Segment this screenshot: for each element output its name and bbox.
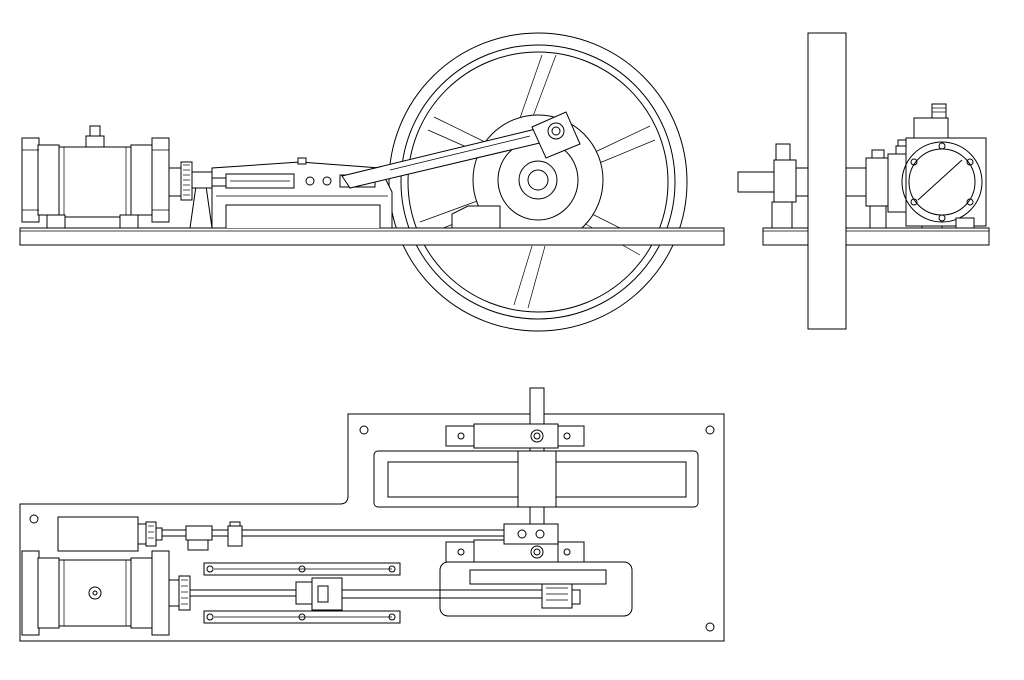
crank-block-side <box>531 111 581 159</box>
guide-frame-side <box>211 157 393 229</box>
cylinder-plan <box>21 550 191 636</box>
guide-bars-plan <box>203 562 401 624</box>
cylinder-side <box>21 125 170 229</box>
main-bearing-bottom <box>445 539 585 565</box>
flywheel-side <box>388 32 688 332</box>
flywheel-end <box>807 32 847 330</box>
plan-view <box>19 387 725 642</box>
baseplate-side <box>19 227 725 246</box>
gland-side <box>168 161 213 229</box>
valve-rod-plan <box>160 521 559 551</box>
crosshead-plan <box>190 577 542 611</box>
cylinder-end <box>887 103 987 229</box>
baseplate-end <box>762 227 990 246</box>
end-elevation-view <box>737 32 990 330</box>
main-bearing-top <box>445 423 585 449</box>
side-elevation-view <box>19 32 725 332</box>
valve-chest-plan <box>57 516 163 552</box>
